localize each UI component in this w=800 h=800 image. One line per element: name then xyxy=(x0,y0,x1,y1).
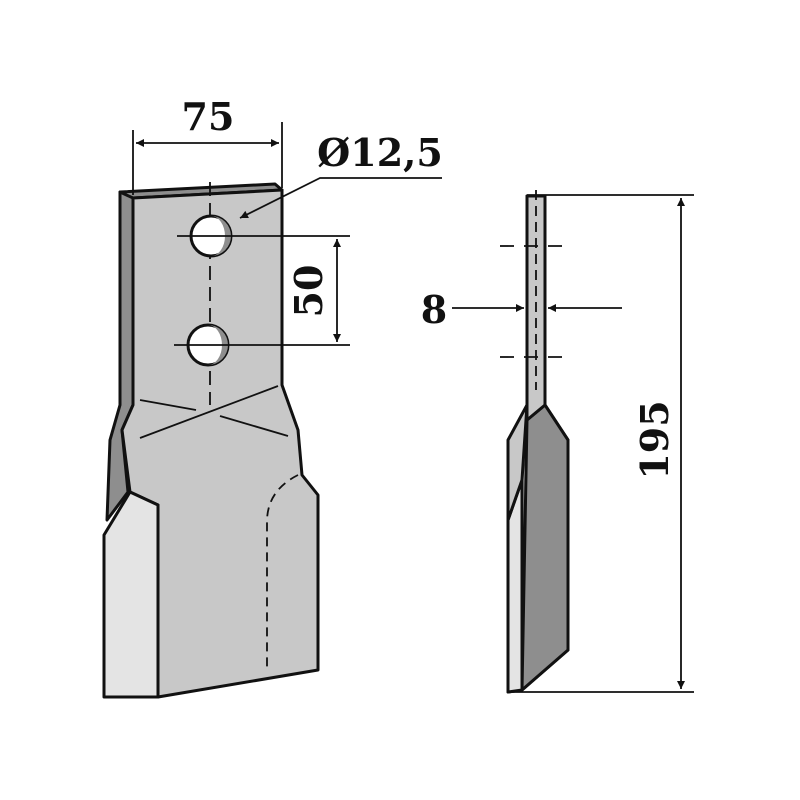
hole-spacing-label: 50 xyxy=(286,265,331,318)
length-label: 195 xyxy=(632,400,677,479)
thickness-dimension: 8 xyxy=(421,287,622,332)
hole-diameter-label: Ø12,5 xyxy=(317,130,443,175)
blade-front-view xyxy=(102,182,320,699)
hole-spacing-dimension: 50 xyxy=(243,235,350,346)
blade-bevel xyxy=(102,490,160,699)
blade-side-view xyxy=(500,190,572,694)
mounting-hole-upper xyxy=(177,214,244,258)
width-dimension: 75 xyxy=(132,94,283,195)
hole-diameter-callout: Ø12,5 xyxy=(239,130,443,219)
thickness-label: 8 xyxy=(421,287,447,332)
width-label: 75 xyxy=(182,94,235,139)
mounting-hole-lower xyxy=(174,323,243,367)
blade-face xyxy=(120,188,320,699)
length-dimension: 195 xyxy=(508,194,694,693)
